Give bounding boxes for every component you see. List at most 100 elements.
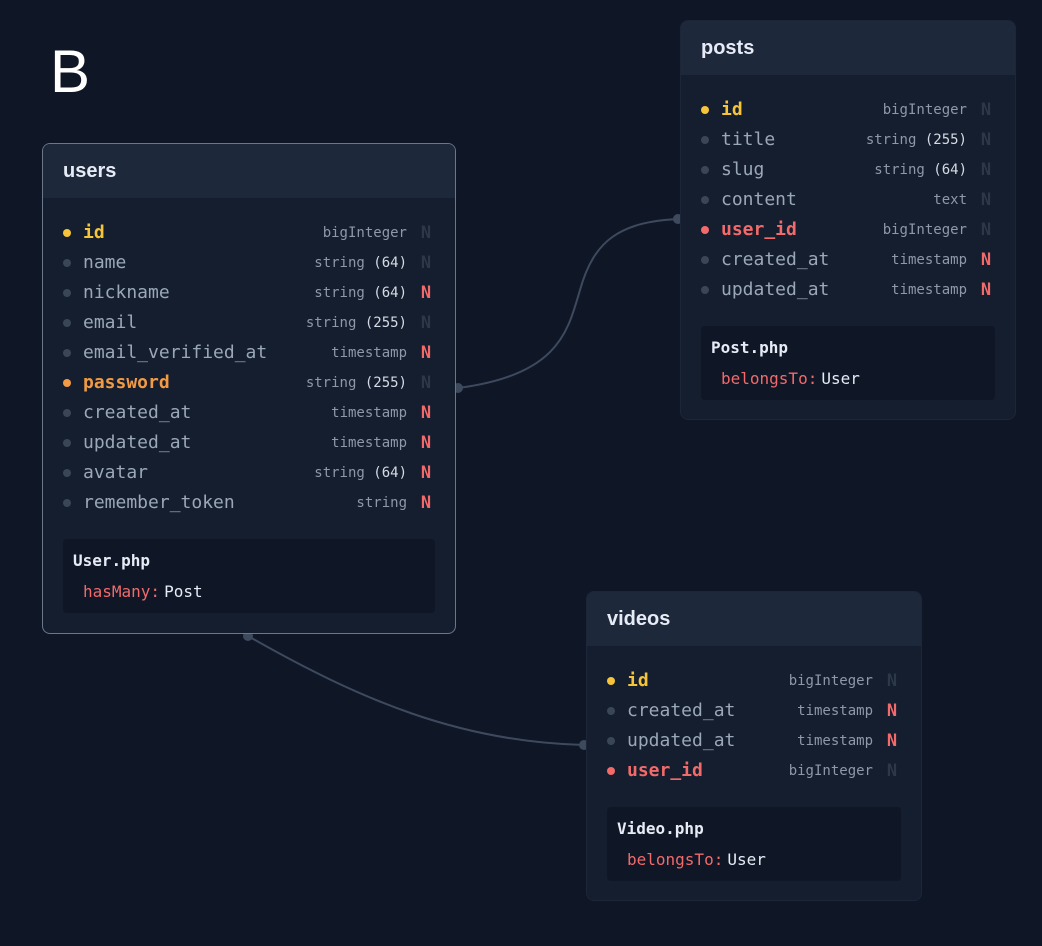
- column-name: user_id: [627, 760, 703, 781]
- column-name: user_id: [721, 219, 797, 240]
- primary-key-dot-icon: [607, 677, 615, 685]
- column-name: avatar: [83, 462, 149, 483]
- column-dot-icon: [63, 349, 71, 357]
- nullable-indicator: N: [980, 160, 992, 180]
- column-dot-icon: [701, 166, 709, 174]
- column-type-name: timestamp: [331, 405, 407, 421]
- model-box: Post.php belongsTo:User: [701, 326, 995, 400]
- column-type: timestamp: [891, 275, 967, 305]
- column-name: title: [721, 129, 776, 150]
- table-header[interactable]: users: [43, 144, 455, 198]
- model-file: Post.php: [711, 338, 789, 357]
- column-dot-icon: [63, 469, 71, 477]
- column-type-name: bigInteger: [788, 673, 873, 689]
- nullable-indicator: N: [420, 223, 432, 243]
- column-type: timestamp: [331, 398, 407, 428]
- column-name: remember_token: [83, 492, 235, 513]
- column-type-length: (255): [364, 375, 407, 391]
- column-type: timestamp: [891, 245, 967, 275]
- foreign-key-dot-icon: [607, 767, 615, 775]
- column-row[interactable]: password string (255) N: [43, 368, 455, 398]
- nullable-indicator: N: [420, 313, 432, 333]
- column-type-name: string: [356, 495, 407, 511]
- column-type: timestamp: [331, 338, 407, 368]
- column-name: password: [83, 372, 170, 393]
- relation-target: User: [727, 850, 766, 869]
- nullable-indicator: N: [886, 701, 898, 721]
- column-row[interactable]: created_at timestamp N: [681, 245, 1015, 275]
- nullable-indicator: N: [420, 283, 432, 303]
- column-name: created_at: [721, 249, 830, 270]
- diagram-letter: B: [50, 38, 91, 105]
- column-type-name: string: [314, 465, 365, 481]
- column-dot-icon: [63, 319, 71, 327]
- column-dot-icon: [701, 136, 709, 144]
- column-type: bigInteger: [789, 666, 873, 696]
- column-type-length: (64): [373, 285, 407, 301]
- nullable-indicator: N: [980, 250, 992, 270]
- column-type-length: (64): [373, 255, 407, 271]
- column-row[interactable]: user_id bigInteger N: [681, 215, 1015, 245]
- column-name: updated_at: [721, 279, 830, 300]
- column-type: timestamp: [797, 726, 873, 756]
- relation-target: User: [821, 369, 860, 388]
- column-type: bigInteger: [883, 215, 967, 245]
- relation-type: belongsTo:: [721, 369, 818, 388]
- column-type: string (64): [314, 278, 407, 308]
- nullable-indicator: N: [420, 373, 432, 393]
- column-dot-icon: [701, 286, 709, 294]
- column-type-name: string: [874, 162, 925, 178]
- column-dot-icon: [63, 409, 71, 417]
- column-type: text: [933, 185, 967, 215]
- column-type: string (64): [314, 458, 407, 488]
- column-type-name: string: [305, 315, 357, 331]
- model-box: User.php hasMany:Post: [63, 539, 435, 613]
- column-dot-icon: [701, 256, 709, 264]
- table-header[interactable]: posts: [681, 21, 1015, 75]
- column-name: id: [721, 99, 743, 120]
- column-type-name: string: [314, 285, 365, 301]
- column-type-length: (64): [373, 465, 407, 481]
- nullable-indicator: N: [420, 253, 432, 273]
- column-dot-icon: [63, 289, 71, 297]
- nullable-indicator: N: [980, 100, 992, 120]
- nullable-indicator: N: [980, 130, 992, 150]
- nullable-indicator: N: [980, 220, 992, 240]
- column-type: string (255): [306, 308, 407, 338]
- table-header[interactable]: videos: [587, 592, 921, 646]
- column-dot-icon: [701, 196, 709, 204]
- column-type: string (255): [306, 368, 407, 398]
- column-type-name: text: [933, 192, 967, 208]
- column-type: timestamp: [331, 428, 407, 458]
- column-type: timestamp: [797, 696, 873, 726]
- nullable-indicator: N: [420, 343, 432, 363]
- primary-key-dot-icon: [701, 106, 709, 114]
- model-file: Video.php: [617, 819, 704, 838]
- column-row[interactable]: email_verified_at timestamp N: [43, 338, 455, 368]
- column-name: email_verified_at: [83, 342, 268, 363]
- column-name: created_at: [83, 402, 192, 423]
- column-type-name: string: [305, 375, 357, 391]
- model-relation: hasMany:Post: [73, 582, 425, 602]
